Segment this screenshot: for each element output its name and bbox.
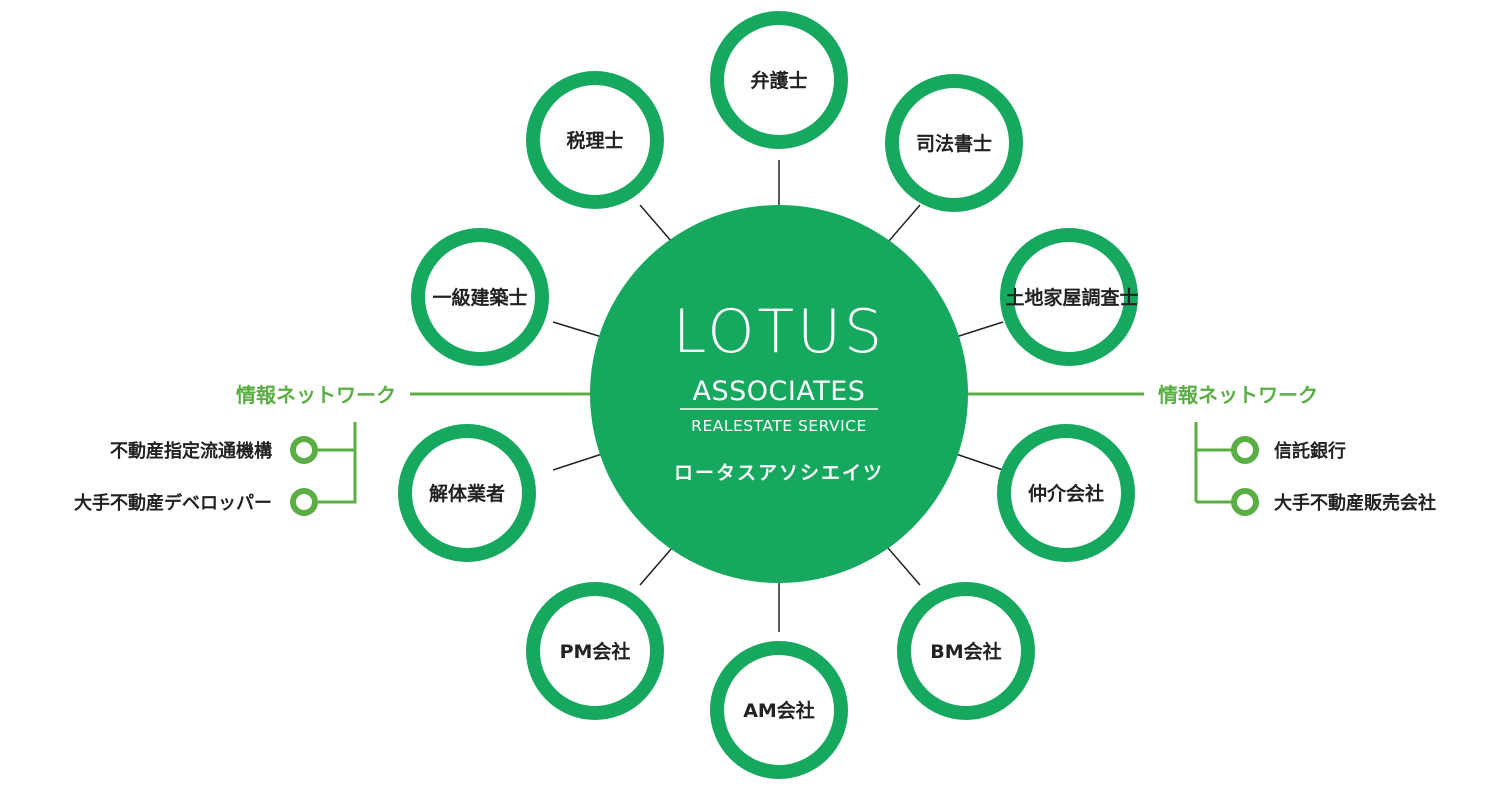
marker-circle-icon	[290, 488, 318, 516]
spokes	[552, 160, 1004, 632]
spoke-line	[552, 453, 603, 471]
node-司法書士: 司法書士	[885, 74, 1023, 212]
center-logo: LOTUS ASSOCIATES REALESTATE SERVICE ロータス…	[590, 205, 968, 583]
network-markers	[290, 436, 1259, 516]
spoke-line	[955, 321, 1004, 338]
logo-sub2: REALESTATE SERVICE	[691, 417, 867, 435]
spoke-line	[887, 547, 921, 586]
spoke-line	[639, 204, 673, 243]
network-right-title: 情報ネットワーク	[1158, 383, 1318, 407]
node-弁護士: 弁護士	[710, 11, 848, 149]
node-仲介会社: 仲介会社	[997, 424, 1135, 562]
node-label: 弁護士	[750, 69, 807, 92]
node-label: PM会社	[560, 640, 631, 663]
node-label: 税理士	[566, 129, 623, 152]
node-PM会社: PM会社	[526, 582, 664, 720]
network-lines	[318, 392, 1232, 504]
node-土地家屋調査士: 土地家屋調査士	[1000, 228, 1139, 366]
node-ring	[398, 424, 536, 562]
node-ring	[526, 582, 664, 720]
node-ring	[885, 74, 1023, 212]
network-right-item: 大手不動産販売会社	[1274, 492, 1436, 514]
node-ring	[997, 424, 1135, 562]
center-circle	[590, 205, 968, 583]
node-BM会社: BM会社	[897, 582, 1035, 720]
network-right: 情報ネットワーク 信託銀行 大手不動産販売会社	[1158, 383, 1436, 514]
spoke-line	[887, 204, 921, 243]
spoke-line	[552, 321, 603, 338]
node-label: AM会社	[743, 699, 815, 722]
logo-sub: ASSOCIATES	[693, 376, 866, 407]
network-left-item: 大手不動産デベロッパー	[74, 492, 272, 514]
node-解体業者: 解体業者	[398, 424, 536, 562]
company-name-kana: ロータスアソシエイツ	[674, 462, 884, 484]
marker-circle-icon	[1231, 436, 1259, 464]
network-right-item: 信託銀行	[1274, 440, 1346, 462]
node-税理士: 税理士	[526, 71, 664, 209]
network-left: 情報ネットワーク 不動産指定流通機構 大手不動産デベロッパー	[74, 383, 396, 514]
node-label: 一級建築士	[432, 286, 527, 309]
node-ring	[411, 228, 549, 366]
node-ring	[1000, 228, 1138, 366]
network-left-item: 不動産指定流通機構	[110, 440, 272, 462]
bracket-left	[318, 448, 357, 504]
marker-circle-icon	[1231, 488, 1259, 516]
node-label: 解体業者	[429, 482, 505, 505]
node-一級建築士: 一級建築士	[411, 228, 549, 366]
node-ring	[897, 582, 1035, 720]
node-label: 司法書士	[916, 132, 992, 155]
node-ring	[526, 71, 664, 209]
node-label: 仲介会社	[1028, 482, 1104, 505]
node-label: BM会社	[930, 640, 1001, 663]
marker-circle-icon	[290, 436, 318, 464]
node-ring	[710, 641, 848, 779]
spoke-line	[639, 547, 673, 586]
network-left-title: 情報ネットワーク	[236, 383, 396, 407]
node-label: 土地家屋調査士	[1005, 286, 1138, 309]
node-AM会社: AM会社	[710, 641, 848, 779]
spoke-line	[955, 453, 1004, 471]
node-ring	[710, 11, 848, 149]
logo-main: LOTUS	[673, 297, 885, 367]
